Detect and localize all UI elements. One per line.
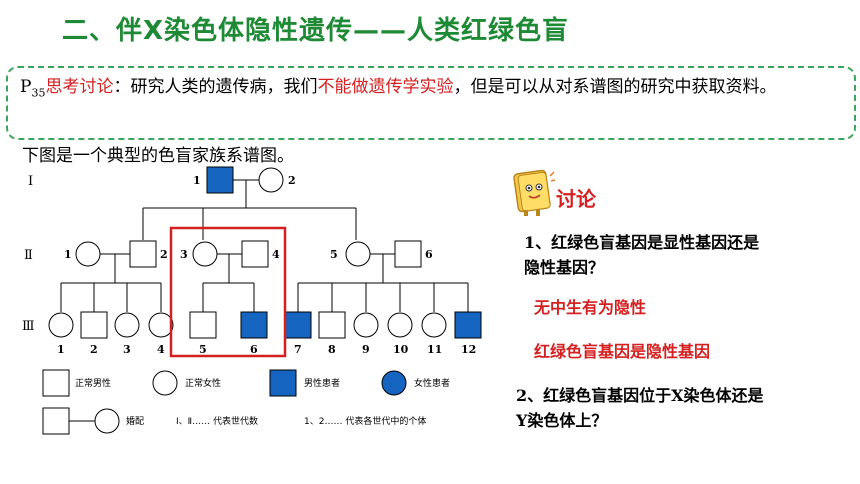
page-ref: P35 <box>20 77 46 100</box>
gen3-female-1 <box>48 312 74 338</box>
svg-text:1: 1 <box>64 248 72 261</box>
gen3-female-4 <box>148 312 174 338</box>
gen2-male-4 <box>241 240 269 268</box>
svg-text:5: 5 <box>199 343 207 356</box>
question-1-line-1: 1、红绿色盲基因是显性基因还是 <box>524 233 760 252</box>
gen2-female-1 <box>75 241 101 267</box>
legend-generation-note: Ⅰ、Ⅱ…… 代表世代数 <box>176 415 258 427</box>
legend-affected-male-symbol <box>269 369 297 397</box>
individual-labels: 1 2 1 2 3 4 5 6 1 2 3 4 5 6 7 8 9 10 11 … <box>57 174 476 356</box>
pedigree-lines <box>60 179 469 312</box>
svg-text:7: 7 <box>294 343 302 356</box>
gen2-female-3 <box>192 241 218 267</box>
svg-text:2: 2 <box>90 343 98 356</box>
gen-label-1: Ⅰ <box>28 174 33 189</box>
answer-1: 无中生有为隐性 <box>534 298 647 317</box>
gen1-male-1-affected <box>206 166 234 194</box>
svg-text:2: 2 <box>288 174 296 187</box>
svg-text:10: 10 <box>393 343 409 356</box>
legend-normal-female: 正常女性 <box>185 377 221 389</box>
svg-text:9: 9 <box>362 343 370 356</box>
question-2-line-2: Y染色体上？ <box>516 411 608 430</box>
svg-text:11: 11 <box>427 343 442 356</box>
legend-labels: 正常男性 正常女性 男性患者 女性患者 婚配 Ⅰ、Ⅱ…… 代表世代数 1、2……… <box>75 377 450 427</box>
gen3-male-6-affected <box>240 311 268 339</box>
highlight-box <box>169 226 287 358</box>
gen3-male-7-affected <box>284 311 312 339</box>
legend-mating-male-symbol <box>42 407 70 435</box>
gen3-male-8 <box>318 311 346 339</box>
legend-affected-female: 女性患者 <box>414 377 450 389</box>
gen3-male-2 <box>80 311 108 339</box>
svg-text:6: 6 <box>250 343 258 356</box>
legend-normal-male-symbol <box>42 369 70 397</box>
answer-2: 红绿色盲基因是隐性基因 <box>534 342 711 361</box>
gen3-female-3 <box>114 312 140 338</box>
svg-text:2: 2 <box>160 248 168 261</box>
gen3-male-5 <box>189 311 217 339</box>
question-1-line-2: 隐性基因？ <box>524 258 605 277</box>
gen-label-3: Ⅲ <box>22 319 35 334</box>
legend-affected-male: 男性患者 <box>304 377 340 389</box>
gen3-female-10 <box>387 312 413 338</box>
page-title: 二、伴X染色体隐性遗传——人类红绿色盲 <box>62 16 570 46</box>
discussion-highlight: 不能做遗传学实验 <box>317 77 454 97</box>
svg-text:5: 5 <box>330 248 338 261</box>
legend-normal-female-symbol <box>152 370 178 396</box>
legend-normal-male: 正常男性 <box>75 377 111 389</box>
pedigree-caption: 下图是一个典型的色盲家族系谱图。 <box>22 146 294 166</box>
svg-text:1: 1 <box>193 174 201 187</box>
svg-text:12: 12 <box>461 343 476 356</box>
gen2-male-2 <box>129 240 157 268</box>
book-mascot-icon <box>513 169 556 216</box>
svg-text:3: 3 <box>180 248 188 261</box>
discussion-box <box>6 66 856 140</box>
svg-text:4: 4 <box>272 248 280 261</box>
legend-affected-female-symbol <box>381 370 407 396</box>
discussion-label: 思考讨论 <box>45 77 114 97</box>
pedigree-chart: Ⅰ Ⅱ Ⅲ 1 2 1 2 3 4 5 6 1 2 3 4 5 6 7 8 9 … <box>22 166 482 435</box>
gen3-male-12-affected <box>454 311 482 339</box>
svg-text:6: 6 <box>425 248 433 261</box>
svg-text:3: 3 <box>123 343 131 356</box>
svg-text:8: 8 <box>328 343 336 356</box>
gen1-female-2 <box>258 167 284 193</box>
svg-text:4: 4 <box>157 343 165 356</box>
gen3-female-9 <box>353 312 379 338</box>
legend-mating-female-symbol <box>94 408 120 434</box>
svg-text:1: 1 <box>57 343 65 356</box>
legend-mating: 婚配 <box>126 415 144 427</box>
gen2-female-5 <box>345 241 371 267</box>
gen-label-2: Ⅱ <box>24 248 33 263</box>
legend-individual-note: 1、2…… 代表各世代中的个体 <box>304 415 426 427</box>
gen3-female-11 <box>421 312 447 338</box>
discussion-box-text: P35思考讨论：研究人类的遗传病，我们不能做遗传学实验，但是可以从对系谱图的研究… <box>20 77 777 100</box>
question-2-line-1: 2、红绿色盲基因位于X染色体还是 <box>516 386 764 405</box>
discussion-heading: 讨论 <box>556 187 596 211</box>
gen2-male-6 <box>394 240 422 268</box>
generation-labels: Ⅰ Ⅱ Ⅲ <box>22 174 35 334</box>
